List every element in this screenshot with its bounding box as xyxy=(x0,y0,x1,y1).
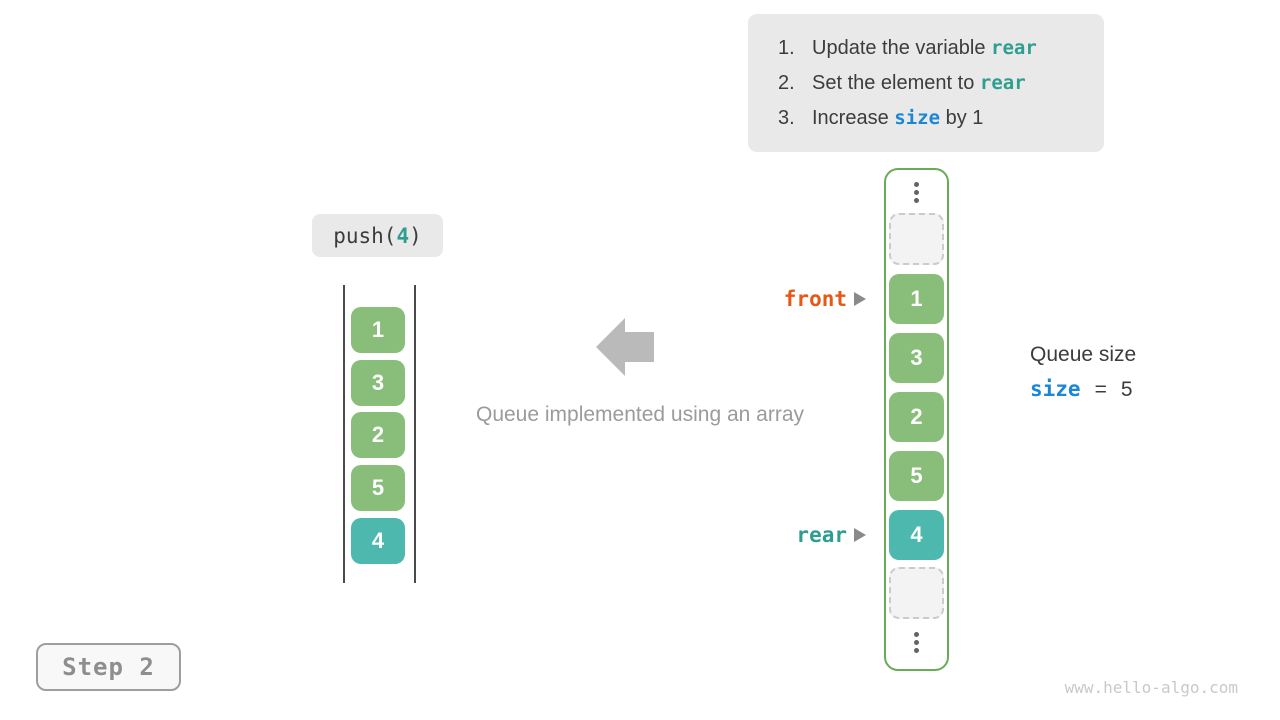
queue-size-title: Queue size xyxy=(1030,343,1137,366)
equals-sign: = xyxy=(1094,378,1107,401)
size-variable: size xyxy=(1030,377,1081,401)
size-value: 5 xyxy=(1120,378,1133,401)
array-cell-value: 5 xyxy=(910,463,923,488)
instruction-text-post: by 1 xyxy=(940,106,984,129)
rear-pointer-label: rear xyxy=(796,523,847,547)
stack-wall-right xyxy=(414,285,416,583)
instruction-panel: 1. Update the variable rear 2. Set the e… xyxy=(748,14,1104,152)
instruction-text-pre: Set the element to xyxy=(812,71,980,94)
arrow-tail xyxy=(625,332,654,362)
array-cell: 1 xyxy=(889,274,944,324)
code-token-rear: rear xyxy=(991,36,1037,59)
rear-pointer: rear xyxy=(796,521,866,549)
push-arg: 4 xyxy=(396,223,410,248)
stack-cell-value: 4 xyxy=(371,528,385,553)
stack-cell-value: 5 xyxy=(371,475,385,500)
push-pre: push( xyxy=(333,223,397,248)
code-token-rear: rear xyxy=(979,71,1026,94)
instruction-item: 3. Increase size by 1 xyxy=(778,107,1094,130)
array-cell: 2 xyxy=(889,392,944,442)
empty-cell xyxy=(889,213,944,265)
push-operation-label: push(4) xyxy=(312,214,443,257)
front-pointer-label: front xyxy=(783,287,847,311)
push-post: ) xyxy=(409,223,422,248)
queue-size-panel: Queue size size = 5 xyxy=(1030,343,1136,402)
array-cell: 5 xyxy=(889,451,944,501)
ellipsis-icon xyxy=(884,632,949,653)
dot xyxy=(914,198,919,203)
caption: Queue implemented using an array xyxy=(475,403,805,426)
watermark: www.hello-algo.com xyxy=(1064,678,1238,697)
instruction-text-pre: Increase xyxy=(812,106,895,129)
pointer-arrowhead-icon xyxy=(854,528,866,542)
dot xyxy=(914,632,919,637)
instruction-number: 1. xyxy=(778,36,795,59)
array-cell: 3 xyxy=(889,333,944,383)
instruction-number: 2. xyxy=(778,71,795,94)
instruction-text-pre: Update the variable xyxy=(812,36,992,59)
dot xyxy=(914,640,919,645)
instruction-number: 3. xyxy=(778,106,795,129)
front-pointer: front xyxy=(784,285,866,313)
stack-cell-highlighted: 4 xyxy=(351,518,405,564)
pointer-arrowhead-icon xyxy=(854,292,866,306)
stack-cell: 2 xyxy=(351,412,405,458)
stack-cell: 1 xyxy=(351,307,405,353)
step-badge: Step 2 xyxy=(36,643,181,691)
array-cell-value: 3 xyxy=(910,345,923,370)
dot xyxy=(914,190,919,195)
array-cell-value: 4 xyxy=(910,522,923,547)
arrow-head xyxy=(596,318,625,376)
stack-cell-value: 1 xyxy=(371,317,385,342)
code-token-size: size xyxy=(894,106,941,129)
array-cell-value: 1 xyxy=(910,286,923,311)
ellipsis-icon xyxy=(884,182,949,203)
instruction-item: 2. Set the element to rear xyxy=(778,72,1094,95)
instruction-item: 1. Update the variable rear xyxy=(778,37,1094,60)
stack-cell: 5 xyxy=(351,465,405,511)
instruction-text: Increase size by 1 xyxy=(812,107,983,130)
stack-cell-value: 2 xyxy=(371,422,385,447)
array-cell-highlighted: 4 xyxy=(889,510,944,560)
stack-cell-value: 3 xyxy=(371,370,385,395)
dot xyxy=(914,182,919,187)
stack-wall-left xyxy=(343,285,345,583)
dot xyxy=(914,648,919,653)
instruction-text: Set the element to rear xyxy=(812,72,1026,95)
queue-size-expression: size = 5 xyxy=(1030,377,1136,402)
empty-cell xyxy=(889,567,944,619)
instruction-text: Update the variable rear xyxy=(812,37,1037,60)
array-cell-value: 2 xyxy=(910,404,923,429)
arrow-left-icon xyxy=(596,318,654,376)
stack-cell: 3 xyxy=(351,360,405,406)
